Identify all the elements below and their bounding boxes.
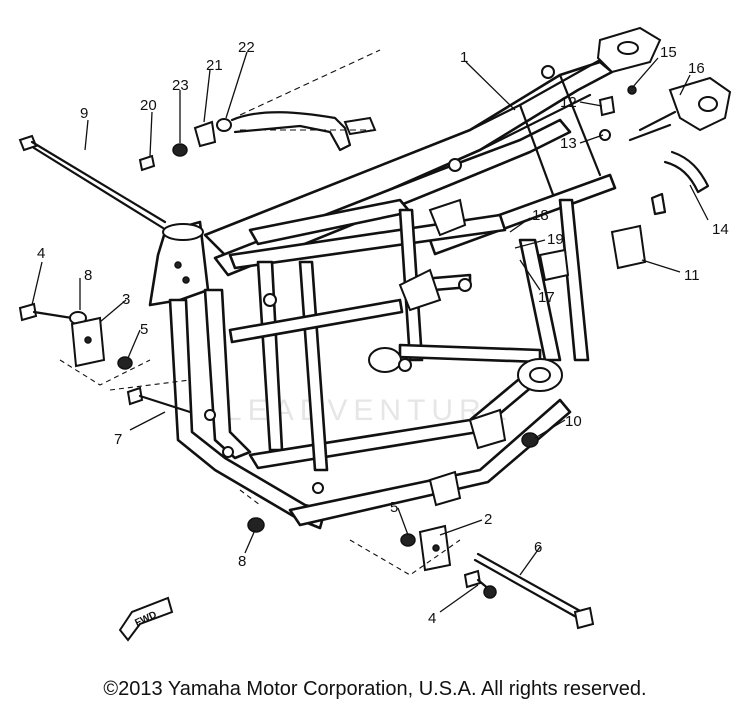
part-9-long-bolt — [18, 134, 167, 230]
callout-8-lower: 8 — [238, 553, 246, 570]
main-frame — [148, 58, 617, 530]
callout-13: 13 — [560, 135, 577, 152]
callout-9: 9 — [80, 105, 88, 122]
callout-7: 7 — [114, 431, 122, 448]
callout-17: 17 — [538, 289, 555, 306]
callout-18: 18 — [532, 207, 549, 224]
left-mount-parts — [18, 302, 192, 414]
callout-22: 22 — [238, 39, 255, 56]
callout-21: 21 — [206, 57, 223, 74]
callout-5-upper: 5 — [140, 321, 148, 338]
upper-mount-group — [138, 49, 381, 172]
callout-1: 1 — [460, 49, 468, 66]
callout-8-upper: 8 — [84, 267, 92, 284]
copyright-notice: ©2013 Yamaha Motor Corporation, U.S.A. A… — [103, 678, 647, 700]
lower-mount-parts — [239, 432, 595, 630]
callout-20: 20 — [140, 97, 157, 114]
callout-2: 2 — [484, 511, 492, 528]
callout-6: 6 — [534, 539, 542, 556]
rear-top-group — [596, 26, 732, 270]
fwd-arrow-icon: FWD — [118, 596, 174, 642]
callout-4-upper: 4 — [37, 245, 45, 262]
callout-19: 19 — [547, 231, 564, 248]
callout-3: 3 — [122, 291, 130, 308]
leader-lines — [31, 51, 709, 613]
callout-14: 14 — [712, 221, 729, 238]
callout-4-lower: 4 — [428, 610, 436, 627]
callout-5-lower: 5 — [390, 499, 398, 516]
callout-11: 11 — [684, 267, 700, 284]
callout-15: 15 — [660, 44, 677, 61]
callout-23: 23 — [172, 77, 189, 94]
callout-numbers: 1 2 3 4 4 5 5 6 7 8 8 9 10 11 12 13 14 1… — [37, 39, 729, 627]
callout-10: 10 — [565, 413, 582, 430]
callout-12: 12 — [560, 94, 577, 111]
callout-16: 16 — [688, 60, 705, 77]
